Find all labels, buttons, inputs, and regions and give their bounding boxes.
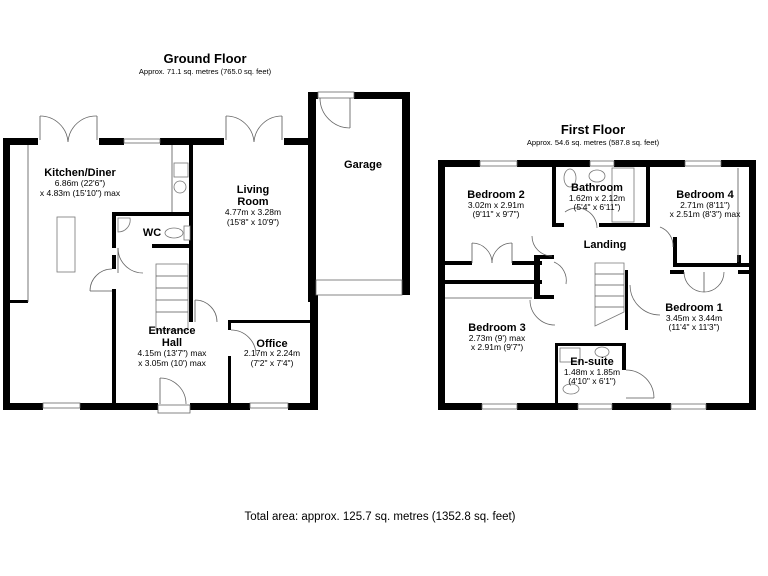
room-garage: Garage: [344, 159, 382, 171]
room-dimension: 4.77m x 3.28m: [225, 207, 281, 217]
room-name: Garage: [344, 159, 382, 171]
room-name: Office: [256, 338, 287, 350]
room-dimension: 4.15m (13'7") max: [138, 348, 208, 358]
room-name: Bedroom 2: [467, 189, 524, 201]
room-bathroom: Bathroom 1.62m x 2.12m (5'4" x 6'11"): [569, 182, 625, 212]
ground-floor-walls: [3, 92, 410, 410]
room-kitchen-diner: Kitchen/Diner 6.86m (22'6") x 4.83m (15'…: [40, 167, 121, 198]
room-name: Room: [237, 196, 268, 208]
room-en-suite: En-suite 1.48m x 1.85m (4'10" x 6'1"): [564, 356, 620, 386]
room-dimension: (5'4" x 6'11"): [574, 202, 621, 212]
room-name: Living: [237, 184, 269, 196]
room-name: En-suite: [570, 356, 613, 368]
room-dimension: (11'4" x 11'3"): [668, 322, 719, 332]
room-name: Bathroom: [571, 182, 623, 194]
total-area: Total area: approx. 125.7 sq. metres (13…: [244, 511, 515, 523]
room-dimension: 2.17m x 2.24m: [244, 348, 300, 358]
room-dimension: x 2.91m (9'7"): [471, 342, 524, 352]
room-bedroom-2: Bedroom 2 3.02m x 2.91m (9'11" x 9'7"): [467, 189, 524, 219]
room-dimension: (9'11" x 9'7"): [473, 209, 520, 219]
room-dimension: x 4.83m (15'10") max: [40, 188, 121, 198]
room-dimension: 6.86m (22'6"): [55, 178, 106, 188]
ground-floor-title: Ground Floor: [163, 51, 246, 66]
room-dimension: 3.02m x 2.91m: [468, 200, 524, 210]
room-name: Entrance: [148, 325, 195, 337]
room-dimension: 2.71m (8'11"): [680, 200, 730, 210]
room-name: Hall: [162, 337, 182, 349]
room-dimension: x 3.05m (10') max: [138, 358, 207, 368]
room-dimension: (7'2" x 7'4"): [251, 358, 294, 368]
room-name: Bedroom 4: [676, 189, 734, 201]
room-bedroom-4: Bedroom 4 2.71m (8'11") x 2.51m (8'3") m…: [670, 189, 742, 219]
first-floor-stairs: [594, 262, 625, 327]
first-floor-title: First Floor: [561, 122, 625, 137]
ground-floor-area: Approx. 71.1 sq. metres (765.0 sq. feet): [139, 67, 272, 76]
room-dimension: x 2.51m (8'3") max: [670, 209, 742, 219]
room-dimension: (4'10" x 6'1"): [568, 376, 616, 386]
ground-floor-openings: [27, 91, 403, 414]
room-name: Bedroom 3: [468, 322, 525, 334]
ground-floor-stairs: [155, 263, 189, 331]
room-wc: WC: [143, 227, 161, 239]
room-office: Office 2.17m x 2.24m (7'2" x 7'4"): [244, 338, 300, 368]
room-landing: Landing: [584, 239, 627, 251]
room-entrance-hall: Entrance Hall 4.15m (13'7") max x 3.05m …: [138, 325, 208, 368]
first-floor-area: Approx. 54.6 sq. metres (587.8 sq. feet): [527, 138, 660, 147]
ground-floor-plan: Ground Floor Approx. 71.1 sq. metres (76…: [3, 51, 410, 414]
room-dimension: 3.45m x 3.44m: [666, 313, 722, 323]
room-name: Kitchen/Diner: [44, 167, 116, 179]
room-dimension: 2.73m (9') max: [469, 333, 526, 343]
room-bedroom-1: Bedroom 1 3.45m x 3.44m (11'4" x 11'3"): [665, 302, 722, 332]
room-name: Bedroom 1: [665, 302, 722, 314]
first-floor-plan: First Floor Approx. 54.6 sq. metres (587…: [438, 122, 756, 410]
room-name: WC: [143, 227, 161, 239]
room-name: Landing: [584, 239, 627, 251]
room-dimension: 1.62m x 2.12m: [569, 193, 625, 203]
room-living-room: Living Room 4.77m x 3.28m (15'8" x 10'9"…: [225, 184, 281, 227]
first-floor-openings: [445, 160, 739, 410]
first-floor-walls: [438, 160, 756, 410]
room-dimension: 1.48m x 1.85m: [564, 367, 620, 377]
room-bedroom-3: Bedroom 3 2.73m (9') max x 2.91m (9'7"): [468, 322, 526, 352]
room-dimension: (15'8" x 10'9"): [227, 217, 279, 227]
